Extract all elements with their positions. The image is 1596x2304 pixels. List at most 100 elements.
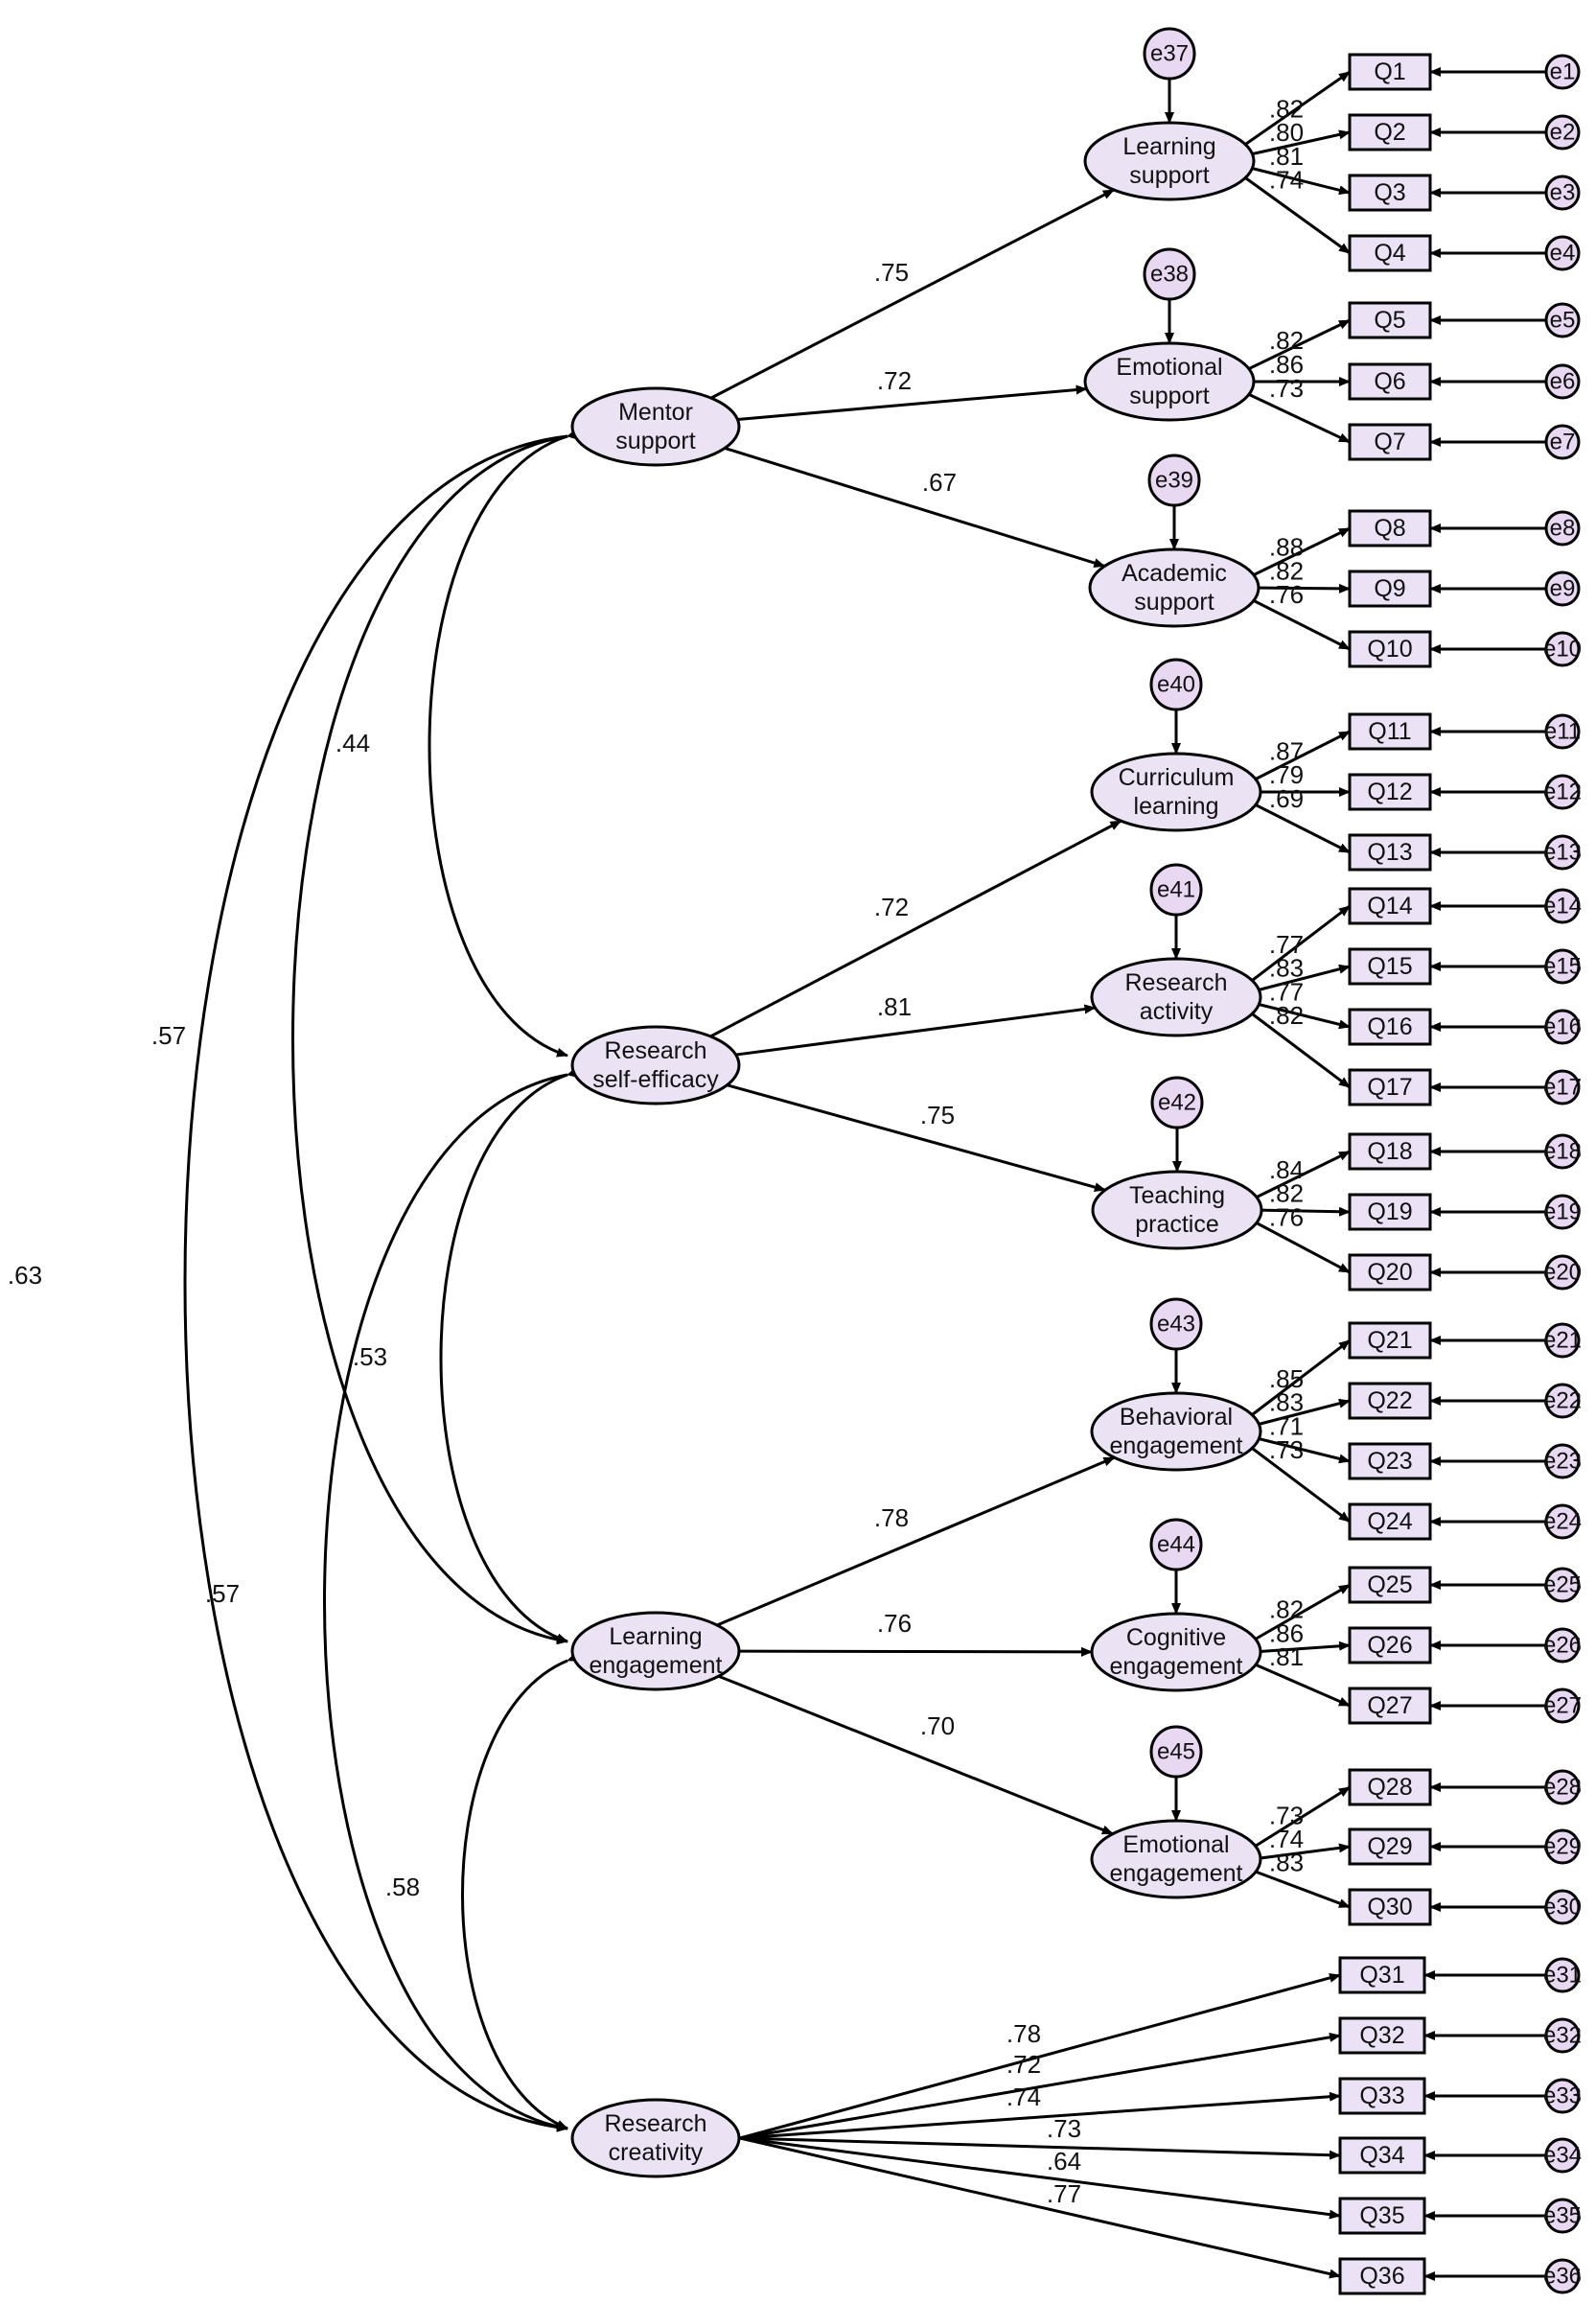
item-label-Q9: Q9 xyxy=(1374,575,1405,602)
error-circle-e28 xyxy=(1544,1769,1581,1805)
loading-value-Q2: .80 xyxy=(1269,118,1304,147)
correlation-arrow-rse-le xyxy=(439,1066,580,1643)
error-label-e23: e23 xyxy=(1543,1449,1582,1475)
loading-value-Q12: .79 xyxy=(1269,760,1304,789)
item-label-Q24: Q24 xyxy=(1367,1508,1412,1535)
loading-value-Q26: .86 xyxy=(1269,1618,1304,1647)
loading-value-Q9: .82 xyxy=(1269,556,1304,585)
correlation-coefficient-mentor-le: .57 xyxy=(151,1021,186,1050)
error-circle-e34 xyxy=(1544,2137,1581,2174)
error-label-e12: e12 xyxy=(1543,780,1582,805)
path-arrow-f6 xyxy=(727,1083,1106,1193)
factor-label-f2-1: support xyxy=(1129,383,1209,409)
residual-circle-f6 xyxy=(1150,1076,1204,1129)
error-label-e30: e30 xyxy=(1543,1895,1582,1920)
item-box-Q24 xyxy=(1348,1502,1432,1541)
item-label-Q4: Q4 xyxy=(1374,240,1405,267)
path-coefficient-f8: .76 xyxy=(877,1609,912,1638)
loading-arrow-Q28 xyxy=(1252,1785,1351,1850)
item-label-Q33: Q33 xyxy=(1359,2083,1404,2109)
error-circle-e26 xyxy=(1544,1627,1581,1664)
error-label-e15: e15 xyxy=(1543,954,1582,980)
error-circle-e25 xyxy=(1544,1567,1581,1603)
loading-value-Q25: .82 xyxy=(1269,1595,1304,1624)
error-circle-e2 xyxy=(1544,114,1581,151)
error-circle-e10 xyxy=(1544,631,1581,667)
loading-value-Q24: .73 xyxy=(1269,1435,1304,1464)
error-label-e24: e24 xyxy=(1543,1509,1582,1535)
item-label-Q15: Q15 xyxy=(1367,953,1412,980)
error-circle-e5 xyxy=(1544,302,1581,338)
item-label-Q2: Q2 xyxy=(1374,119,1405,146)
item-box-Q21 xyxy=(1348,1321,1432,1360)
item-box-Q14 xyxy=(1348,887,1432,925)
error-label-e13: e13 xyxy=(1543,840,1582,866)
factor-label-f7-1: engagement xyxy=(1109,1432,1242,1459)
item-box-Q12 xyxy=(1348,773,1432,811)
path-coefficient-f6: .75 xyxy=(920,1101,955,1129)
error-circle-e24 xyxy=(1544,1503,1581,1540)
error-circle-e29 xyxy=(1544,1828,1581,1865)
loading-arrow-Q13 xyxy=(1252,802,1351,854)
factor-label-f4-0: Curriculum xyxy=(1119,764,1235,791)
factor-label-f8-0: Cognitive xyxy=(1126,1624,1226,1651)
correlation-arrow-le-rc xyxy=(461,1652,580,2130)
loading-arrow-Q23 xyxy=(1252,1435,1351,1464)
error-label-e17: e17 xyxy=(1543,1075,1582,1101)
item-label-Q30: Q30 xyxy=(1367,1894,1412,1920)
error-circle-e11 xyxy=(1544,713,1581,750)
item-box-Q35 xyxy=(1338,2197,1426,2235)
item-label-Q22: Q22 xyxy=(1367,1387,1412,1414)
loading-value-Q35: .64 xyxy=(1047,2147,1081,2176)
loading-arrow-Q17 xyxy=(1252,1012,1351,1089)
loading-arrow-Q11 xyxy=(1252,730,1351,782)
item-box-Q11 xyxy=(1348,712,1432,751)
loading-arrow-Q3 xyxy=(1245,165,1351,196)
loading-value-Q8: .88 xyxy=(1269,533,1304,562)
residual-label-f1: e37 xyxy=(1150,41,1189,67)
item-box-Q28 xyxy=(1348,1768,1432,1806)
item-label-Q21: Q21 xyxy=(1367,1327,1412,1354)
loading-arrow-Q8 xyxy=(1250,526,1351,578)
error-circle-e22 xyxy=(1544,1383,1581,1419)
latent-label-le-0: Learning xyxy=(609,1623,702,1650)
error-circle-e7 xyxy=(1544,424,1581,460)
loading-value-Q10: .76 xyxy=(1269,580,1304,609)
factor-label-f5-0: Research xyxy=(1125,969,1228,996)
item-label-Q35: Q35 xyxy=(1359,2202,1404,2229)
error-label-e36: e36 xyxy=(1543,2264,1582,2290)
loading-value-Q31: .78 xyxy=(1006,2019,1041,2048)
error-label-e25: e25 xyxy=(1543,1572,1582,1598)
error-label-e29: e29 xyxy=(1543,1834,1582,1860)
path-arrow-f1 xyxy=(710,188,1115,400)
loading-value-Q3: .81 xyxy=(1269,142,1304,171)
loading-arrow-Q32 xyxy=(739,2032,1341,2140)
factor-label-f6-0: Teaching xyxy=(1129,1182,1225,1209)
error-circle-e8 xyxy=(1544,510,1581,547)
error-circle-e18 xyxy=(1544,1133,1581,1170)
factor-label-f6-1: practice xyxy=(1135,1211,1219,1238)
item-box-Q19 xyxy=(1348,1193,1432,1231)
error-circle-e23 xyxy=(1544,1443,1581,1479)
path-coefficient-f2: .72 xyxy=(877,366,912,395)
factor-ellipse-f7 xyxy=(1090,1391,1262,1472)
item-box-Q30 xyxy=(1348,1888,1432,1926)
error-circle-e3 xyxy=(1544,175,1581,211)
residual-circle-f5 xyxy=(1149,863,1203,917)
item-box-Q29 xyxy=(1348,1827,1432,1866)
error-label-e1: e1 xyxy=(1550,59,1576,85)
loading-arrow-Q9 xyxy=(1250,583,1351,593)
loading-value-Q13: .69 xyxy=(1269,784,1304,813)
item-label-Q10: Q10 xyxy=(1367,636,1412,663)
item-label-Q27: Q27 xyxy=(1367,1692,1412,1719)
item-box-Q3 xyxy=(1348,174,1432,212)
error-label-e14: e14 xyxy=(1543,894,1582,919)
loading-value-Q4: .74 xyxy=(1269,166,1304,195)
loading-value-Q6: .86 xyxy=(1269,350,1304,379)
item-box-Q26 xyxy=(1348,1626,1432,1664)
error-label-e11: e11 xyxy=(1544,719,1581,745)
item-box-Q4 xyxy=(1348,234,1432,272)
factor-label-f3-1: support xyxy=(1134,589,1214,616)
factor-ellipse-f3 xyxy=(1088,547,1261,628)
error-circle-e6 xyxy=(1544,363,1581,400)
